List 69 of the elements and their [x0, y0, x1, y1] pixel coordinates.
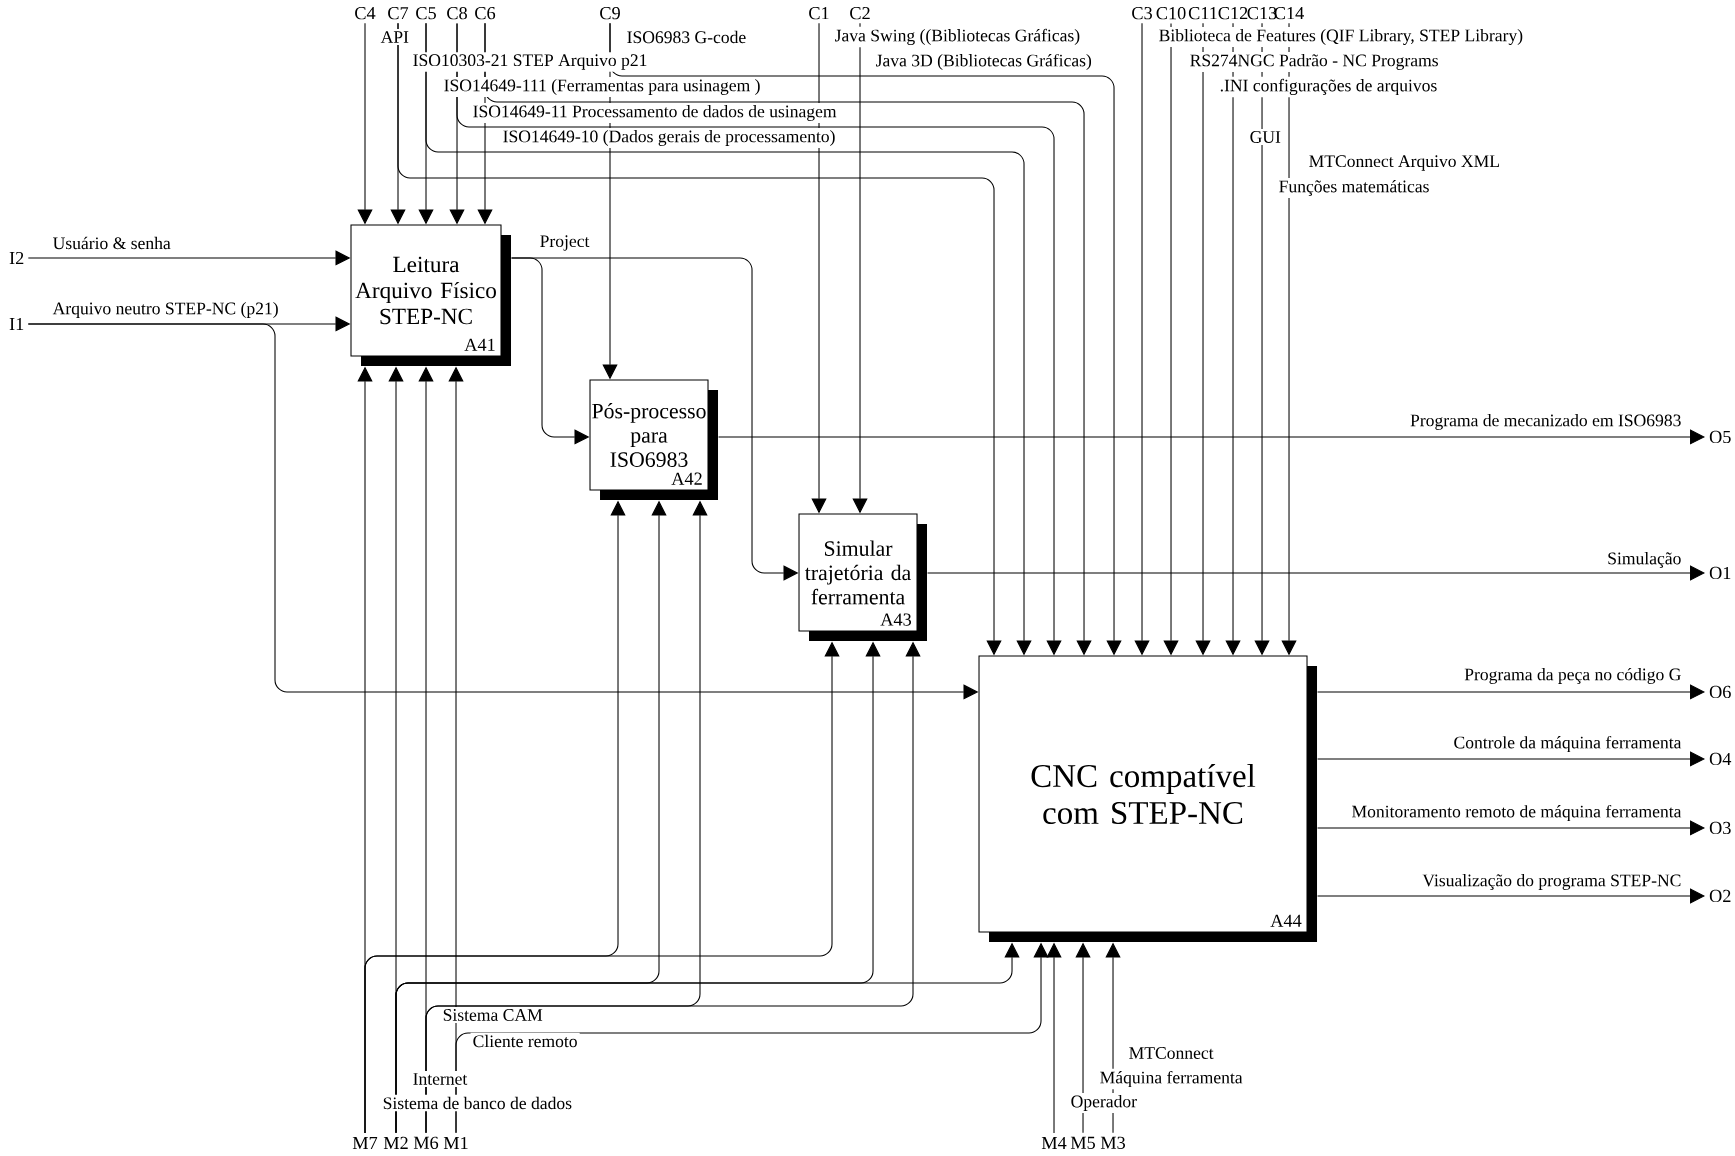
edge-label: Usuário & senha: [50, 234, 173, 252]
icom-code: O3: [1709, 821, 1731, 835]
icom-code: I1: [9, 317, 24, 330]
edge-label: Monitoramento remoto de máquina ferramenta: [1349, 802, 1684, 824]
edge-label: Funções matemáticas: [1276, 177, 1432, 199]
icom-code: C1: [809, 7, 829, 20]
icom-code: C6: [475, 7, 496, 20]
arrow: [1317, 751, 1705, 767]
icom-code: O2: [1709, 889, 1731, 903]
icom-code: M1: [443, 1136, 468, 1149]
edge-label: Sistema de banco de dados: [380, 1094, 575, 1112]
icom-code: C5: [416, 7, 436, 20]
edge-label: Java Swing ((Bibliotecas Gráficas): [832, 26, 1083, 48]
icom-code: M6: [413, 1136, 439, 1149]
edge-label: GUI: [1247, 128, 1283, 145]
icom-code: C11: [1188, 7, 1217, 20]
edge-label: ISO14649-111 (Ferramentas para usinagem ): [441, 76, 763, 98]
arrow: [718, 429, 1705, 445]
activity-box: Pós-processo para ISO6983 A42: [589, 379, 718, 500]
arrow: [1317, 684, 1705, 700]
edge-label: Project: [537, 233, 592, 253]
icom-code: C9: [600, 7, 620, 20]
box-number: A43: [880, 613, 912, 626]
edge-label: Visualização do programa STEP-NC: [1420, 871, 1684, 893]
icom-code: C12: [1218, 7, 1248, 20]
edge-label: Simulação: [1605, 549, 1684, 571]
icom-code: C8: [447, 7, 467, 20]
activity-box: Leitura Arquivo Físico STEP-NC A41: [350, 224, 511, 366]
edge-label: Programa de mecanizado em ISO6983: [1407, 411, 1684, 433]
activity-box: CNC compatível com STEP-NC A44: [978, 655, 1317, 942]
icom-code: M7: [352, 1137, 378, 1149]
icom-code: M3: [1100, 1136, 1125, 1149]
icom-code: C2: [850, 7, 870, 20]
edge-label: Máquina ferramenta: [1097, 1068, 1245, 1090]
edge-label: Controle da máquina ferramenta: [1451, 733, 1684, 755]
arrow: [927, 565, 1705, 581]
icom-code: C3: [1132, 7, 1152, 20]
edge-label: RS274NGC Padrão - NC Programs: [1187, 51, 1441, 73]
box-number: A44: [1270, 914, 1302, 927]
edge-label: Internet: [410, 1071, 470, 1087]
edge-label: ISO14649-10 (Dados gerais de processamento): [500, 127, 838, 149]
edge-label: ISO6983 G-code: [624, 28, 749, 46]
icom-code: I2: [9, 251, 24, 265]
icom-code: M4: [1041, 1136, 1067, 1149]
edge-label: API: [378, 29, 412, 45]
edge-label: Java 3D (Bibliotecas Gráficas): [873, 51, 1094, 73]
edge-label: Biblioteca de Features (QIF Library, STEP Library): [1156, 26, 1526, 48]
icom-code: O1: [1709, 566, 1731, 580]
edge-label: Operador: [1068, 1092, 1140, 1114]
edge-label: ISO14649-11 Processamento de dados de usinagem: [470, 102, 839, 124]
icom-code: M5: [1070, 1136, 1095, 1149]
icom-code: O6: [1709, 685, 1731, 699]
icom-code: C10: [1156, 7, 1186, 20]
icom-code: O4: [1709, 752, 1732, 766]
edge-label: Programa da peça no código G: [1462, 665, 1684, 687]
activity-box: Simular trajetória da ferramenta A43: [798, 513, 927, 641]
icom-code: M2: [383, 1136, 408, 1149]
edge-label: Arquivo neutro STEP-NC (p21): [50, 299, 281, 321]
icom-code: C4: [355, 7, 376, 20]
edge-label: MTConnect Arquivo XML: [1306, 153, 1503, 173]
edge-label: .INI configurações de arquivos: [1217, 76, 1440, 98]
icom-code: O5: [1709, 430, 1731, 444]
box-number: A41: [464, 338, 495, 351]
arrow: [1317, 888, 1705, 904]
edge-label: MTConnect: [1126, 1045, 1216, 1061]
arrow: [1317, 820, 1705, 836]
icom-code: C7: [388, 7, 409, 20]
edge-label: ISO10303-21 STEP Arquivo p21: [410, 52, 650, 72]
box-number: A42: [671, 472, 702, 485]
